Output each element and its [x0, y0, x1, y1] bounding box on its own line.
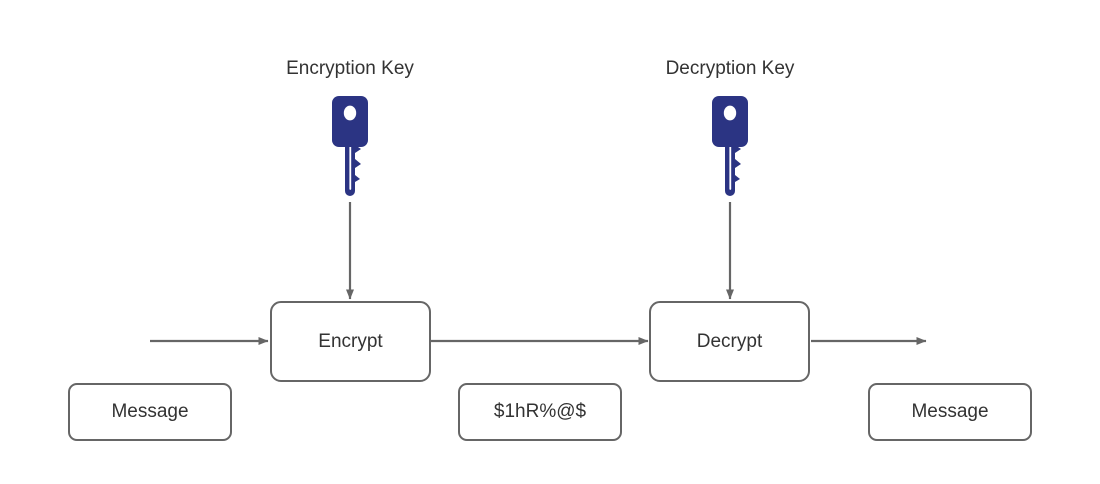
plaintext-input-node[interactable]: Message: [68, 383, 232, 441]
decryption-key-label: Decryption Key: [665, 58, 795, 79]
plaintext-input-label: Message: [111, 401, 189, 422]
plaintext-output-label: Message: [911, 401, 989, 422]
decrypt-node-label: Decrypt: [696, 330, 763, 352]
ciphertext-node[interactable]: $1hR%@$: [458, 383, 622, 441]
plaintext-output-node[interactable]: Message: [868, 383, 1032, 441]
decryption-key-icon: [712, 96, 748, 196]
encryption-key-icon: [332, 96, 368, 196]
decrypt-node[interactable]: Decrypt: [649, 301, 810, 382]
encrypt-node[interactable]: Encrypt: [270, 301, 431, 382]
encrypt-node-label: Encrypt: [318, 330, 383, 352]
ciphertext-label: $1hR%@$: [493, 401, 587, 422]
encryption-key-label: Encryption Key: [286, 58, 414, 79]
